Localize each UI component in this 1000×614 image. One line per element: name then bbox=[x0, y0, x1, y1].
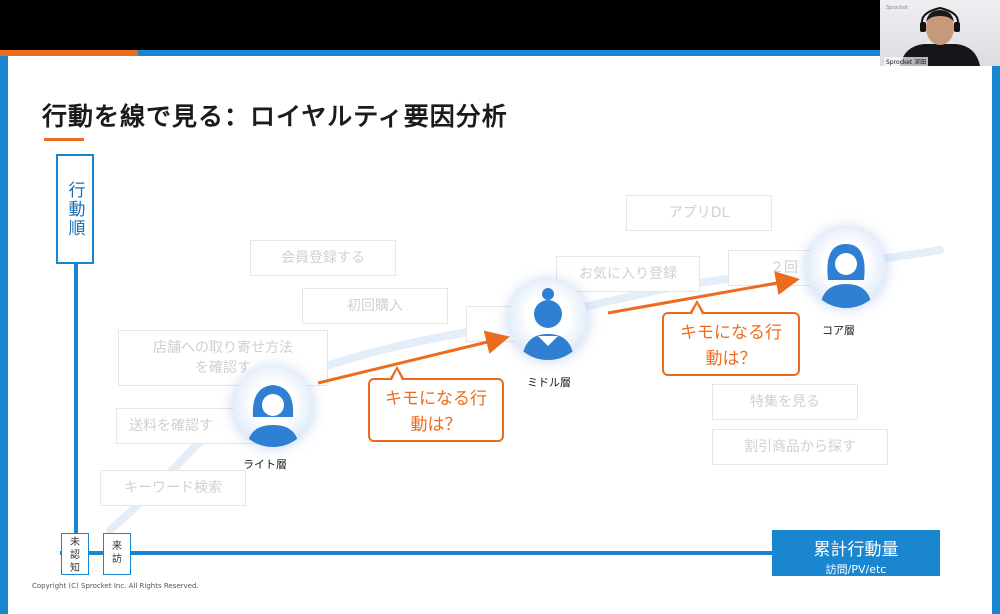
action-member-register: 会員登録する bbox=[250, 240, 396, 276]
webcam-logo: Sprocket bbox=[886, 5, 908, 11]
action-first-purchase: 初回購入 bbox=[302, 288, 448, 324]
action-favorite-register: お気に入り登録 bbox=[556, 256, 700, 292]
middle-segment-avatar bbox=[508, 280, 588, 360]
slide-accent-blue bbox=[138, 50, 1000, 56]
xaxis-sub-label: 訪問/PV/etc bbox=[825, 563, 887, 576]
yaxis-label-box: 行動順 bbox=[56, 154, 94, 264]
light-segment-avatar bbox=[233, 367, 313, 447]
xaxis-line bbox=[60, 551, 780, 555]
callout-key-action-2: キモになる行 動は？ bbox=[662, 300, 800, 376]
video-top-bar bbox=[0, 0, 1000, 50]
xaxis-main-label: 累計行動量 bbox=[813, 540, 899, 560]
action-store-order: 店舗への取り寄せ方法を確認す bbox=[118, 330, 328, 386]
copyright-text: Copyright (C) Sprocket Inc. All Rights R… bbox=[32, 582, 199, 590]
middle-segment-label: ミドル層 bbox=[527, 376, 571, 389]
action-app-dl: アプリDL bbox=[626, 195, 772, 231]
light-segment-label: ライト層 bbox=[243, 458, 287, 471]
woman-bun-user-icon bbox=[522, 288, 574, 360]
arrow-middle-to-core bbox=[607, 271, 800, 315]
callout-key-action-1: キモになる行 動は？ bbox=[368, 366, 504, 442]
xaxis-label-box: 累計行動量 訪問/PV/etc bbox=[772, 530, 940, 576]
slide-title: 行動を線で見る：ロイヤルティ要因分析 bbox=[42, 102, 508, 131]
yaxis-line bbox=[74, 264, 78, 554]
visit-box: 来 訪 bbox=[103, 533, 131, 575]
webcam-name-tag: Sprocket 深田 bbox=[884, 57, 929, 66]
action-keyword-search: キーワード検索 bbox=[100, 470, 246, 506]
core-segment-avatar bbox=[806, 228, 886, 308]
action-view-feature: 特集を見る bbox=[712, 384, 858, 420]
title-underline bbox=[44, 138, 84, 141]
presenter-webcam[interactable]: Sprocket Sprocket 深田 bbox=[880, 0, 1000, 66]
woman-user-icon bbox=[247, 385, 299, 447]
woman-longhair-user-icon bbox=[820, 244, 872, 308]
action-search-discount: 割引商品から探す bbox=[712, 429, 888, 465]
core-segment-label: コア層 bbox=[822, 324, 855, 337]
unaware-box: 未 認 知 bbox=[61, 533, 89, 575]
slide-accent-orange bbox=[0, 50, 138, 56]
arrow-light-to-middle bbox=[317, 330, 510, 385]
